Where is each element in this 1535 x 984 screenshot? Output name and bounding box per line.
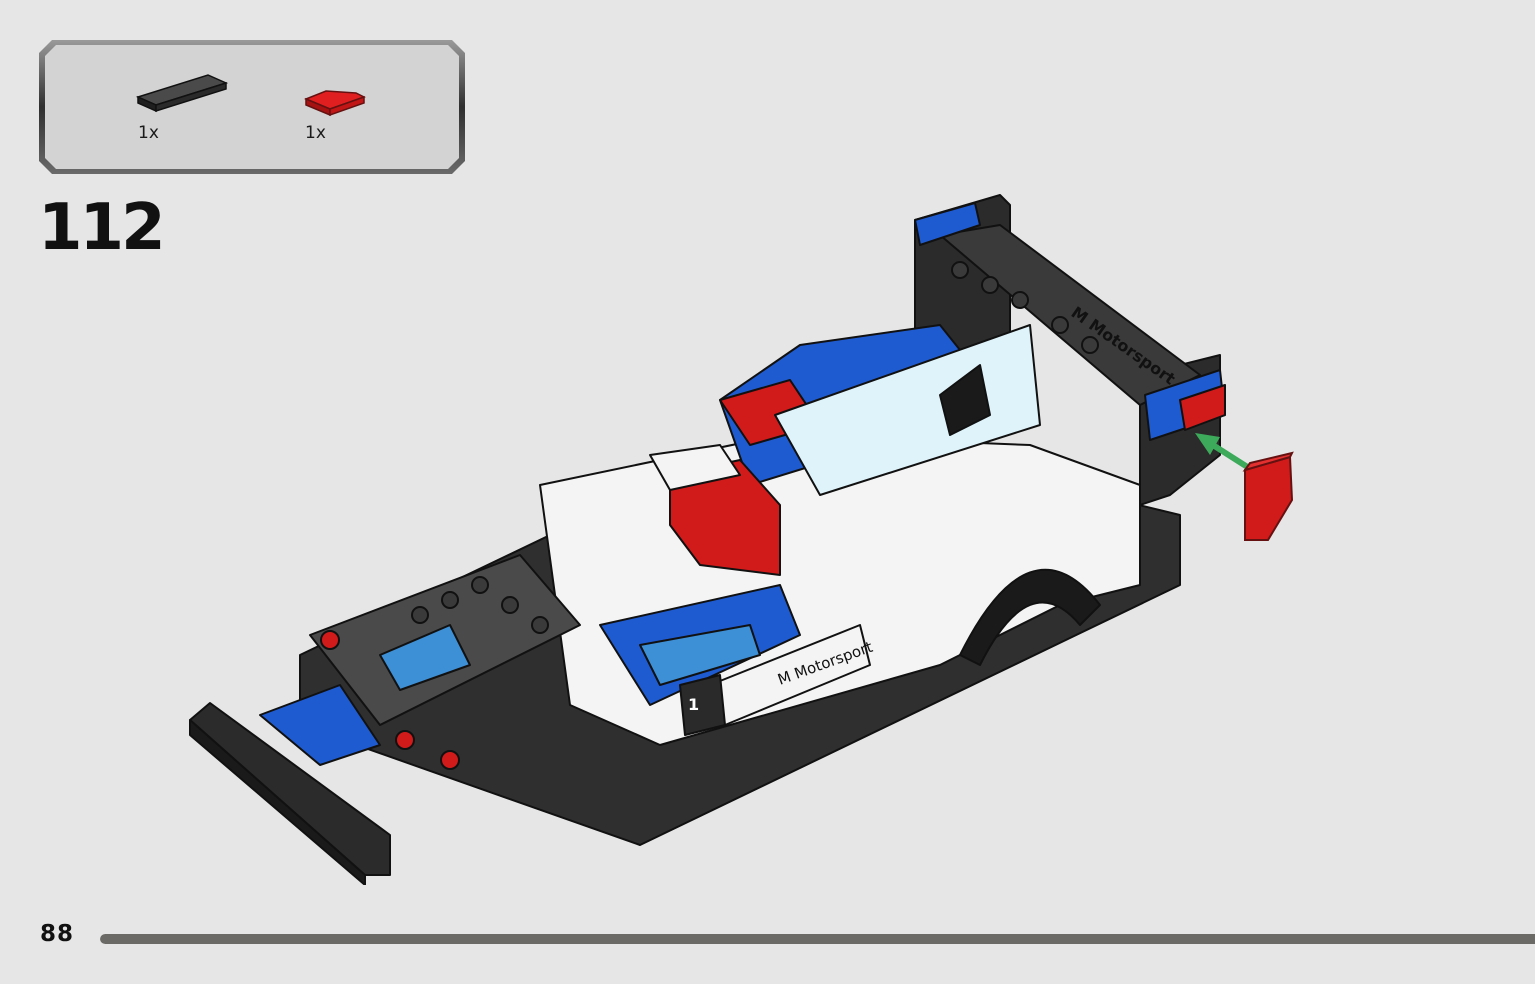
progress-bar (100, 934, 1535, 944)
race-car-model-illustration: M Motorsport M Motorsport 1 (189, 194, 1294, 885)
car-number: 1 (688, 695, 699, 714)
parts-item-black-tile: 1x (133, 39, 253, 175)
red-wedge-part-icon (1242, 451, 1294, 541)
quantity-label: 1x (305, 123, 326, 143)
page-number: 88 (40, 921, 75, 947)
parts-callout: 1x 1x (38, 39, 466, 175)
quantity-label: 1x (138, 123, 159, 143)
step-number: 112 (38, 191, 166, 265)
parts-item-red-wedge: 1x (300, 39, 420, 175)
progress-bar-fill (100, 934, 1535, 944)
black-tile-icon (135, 74, 229, 113)
parts-callout-frame (39, 40, 465, 174)
red-wedge-icon (304, 90, 366, 117)
